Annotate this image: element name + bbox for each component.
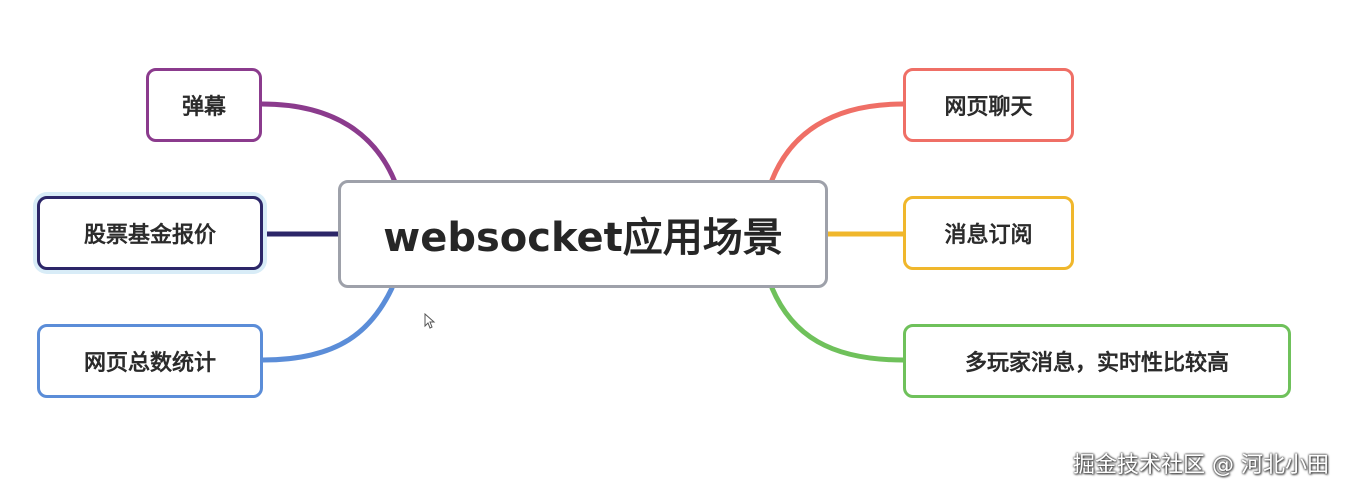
node-danmu[interactable]: 弹幕	[146, 68, 262, 142]
connector-count	[260, 285, 395, 363]
node-stock-fund-quote[interactable]: 股票基金报价	[37, 196, 263, 270]
center-node[interactable]: websocket应用场景	[338, 180, 828, 288]
mouse-pointer-icon	[424, 313, 436, 329]
watermark: 掘金技术社区 @ 河北小田	[1073, 453, 1329, 478]
node-page-count-stats[interactable]: 网页总数统计	[37, 324, 263, 398]
node-web-chat[interactable]: 网页聊天	[903, 68, 1074, 142]
node-multiplayer-messages[interactable]: 多玩家消息，实时性比较高	[903, 324, 1291, 398]
connector-multi	[769, 285, 906, 363]
connector-chat	[769, 101, 906, 183]
node-message-subscription[interactable]: 消息订阅	[903, 196, 1074, 270]
connector-danmu	[259, 101, 398, 185]
